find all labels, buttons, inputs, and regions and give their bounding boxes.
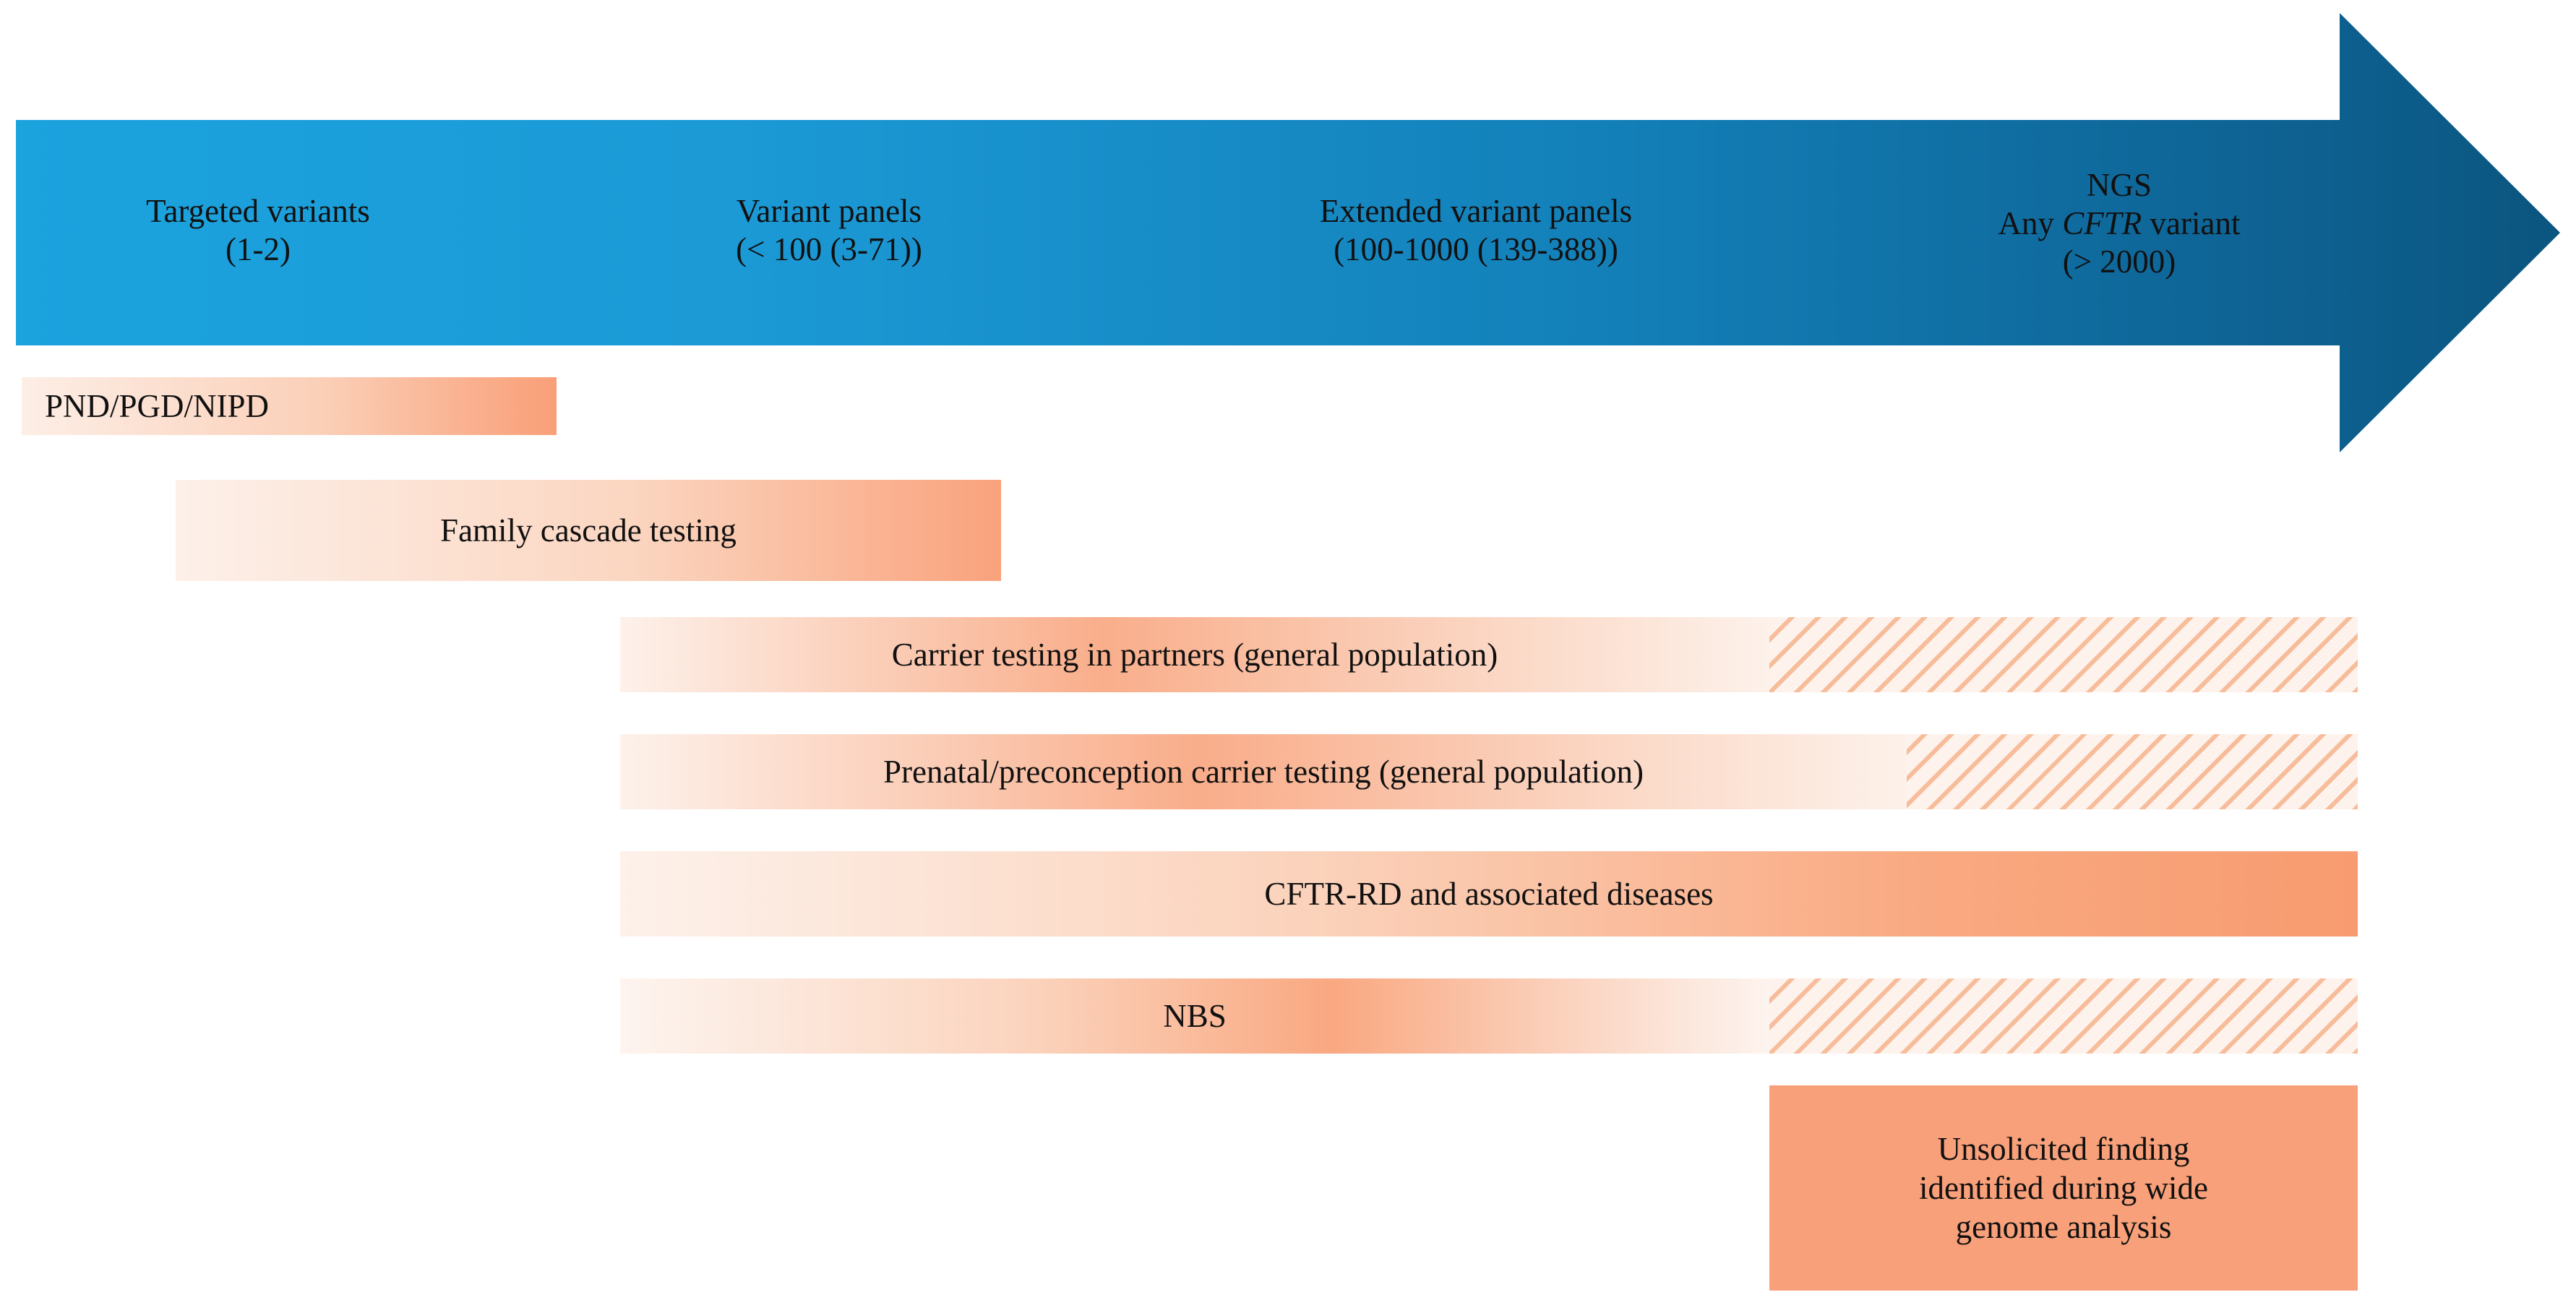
arrow-stage-1-line2: (1-2) (226, 231, 291, 268)
arrow-stage-1: Targeted variants (1-2) (45, 192, 471, 269)
arrow-stage-4-gene-name: CFTR (2062, 205, 2142, 242)
bar-cftr-rd-associated-diseases: CFTR-RD and associated diseases (620, 851, 2358, 937)
bar-nbs-label: NBS (1163, 998, 1227, 1034)
bar-pnd-pgd-nipd-label: PND/PGD/NIPD (45, 388, 270, 424)
arrow-stage-4-line2: Any CFTR variant (1881, 205, 2358, 243)
arrow-stage-2-line1: Variant panels (736, 193, 922, 229)
bar-carrier-testing-partners: Carrier testing in partners (general pop… (620, 617, 1769, 692)
bar-unsolicited-finding-line3: genome analysis (1955, 1209, 2172, 1245)
arrow-stage-labels: Targeted variants (1-2) Variant panels (… (16, 13, 2560, 461)
bar-cftr-rd-associated-diseases-label: CFTR-RD and associated diseases (1264, 876, 1714, 912)
bar-nbs-hatch (1769, 978, 2358, 1054)
bar-prenatal-preconception-carrier-testing-hatch (1907, 734, 2358, 809)
arrow-stage-3-line1: Extended variant panels (1319, 193, 1633, 229)
process-arrow: Targeted variants (1-2) Variant panels (… (16, 13, 2560, 461)
bar-unsolicited-finding-line1: Unsolicited finding (1937, 1131, 2190, 1167)
arrow-stage-4-line2-pre: Any (1998, 205, 2063, 242)
bar-family-cascade-testing: Family cascade testing (176, 480, 1001, 581)
bar-carrier-testing-partners-label: Carrier testing in partners (general pop… (891, 637, 1498, 673)
arrow-stage-4-line3: (> 2000) (2062, 244, 2176, 280)
arrow-stage-4: NGS Any CFTR variant (> 2000) (1881, 166, 2358, 281)
bar-carrier-testing-partners-hatch (1769, 617, 2358, 692)
arrow-stage-1-line1: Targeted variants (146, 193, 370, 229)
bar-unsolicited-finding-line2: identified during wide (1919, 1170, 2208, 1206)
bar-prenatal-preconception-carrier-testing: Prenatal/preconception carrier testing (… (620, 734, 1907, 809)
bar-family-cascade-testing-label: Family cascade testing (440, 512, 737, 548)
arrow-stage-3: Extended variant panels (100-1000 (139-3… (1208, 192, 1743, 269)
arrow-stage-2: Variant panels (< 100 (3-71)) (637, 192, 1021, 269)
bar-nbs: NBS (620, 978, 1769, 1054)
bar-prenatal-preconception-carrier-testing-label: Prenatal/preconception carrier testing (… (883, 754, 1644, 790)
arrow-shape (16, 13, 2560, 452)
arrow-stage-4-line1: NGS (2086, 167, 2152, 203)
arrow-stage-2-line2: (< 100 (3-71)) (736, 231, 922, 268)
bar-unsolicited-finding: Unsolicited finding identified during wi… (1769, 1085, 2358, 1291)
bar-pnd-pgd-nipd: PND/PGD/NIPD (22, 377, 557, 435)
arrow-stage-4-line2-post: variant (2142, 205, 2241, 242)
arrow-stage-3-line2: (100-1000 (139-388)) (1334, 231, 1618, 268)
